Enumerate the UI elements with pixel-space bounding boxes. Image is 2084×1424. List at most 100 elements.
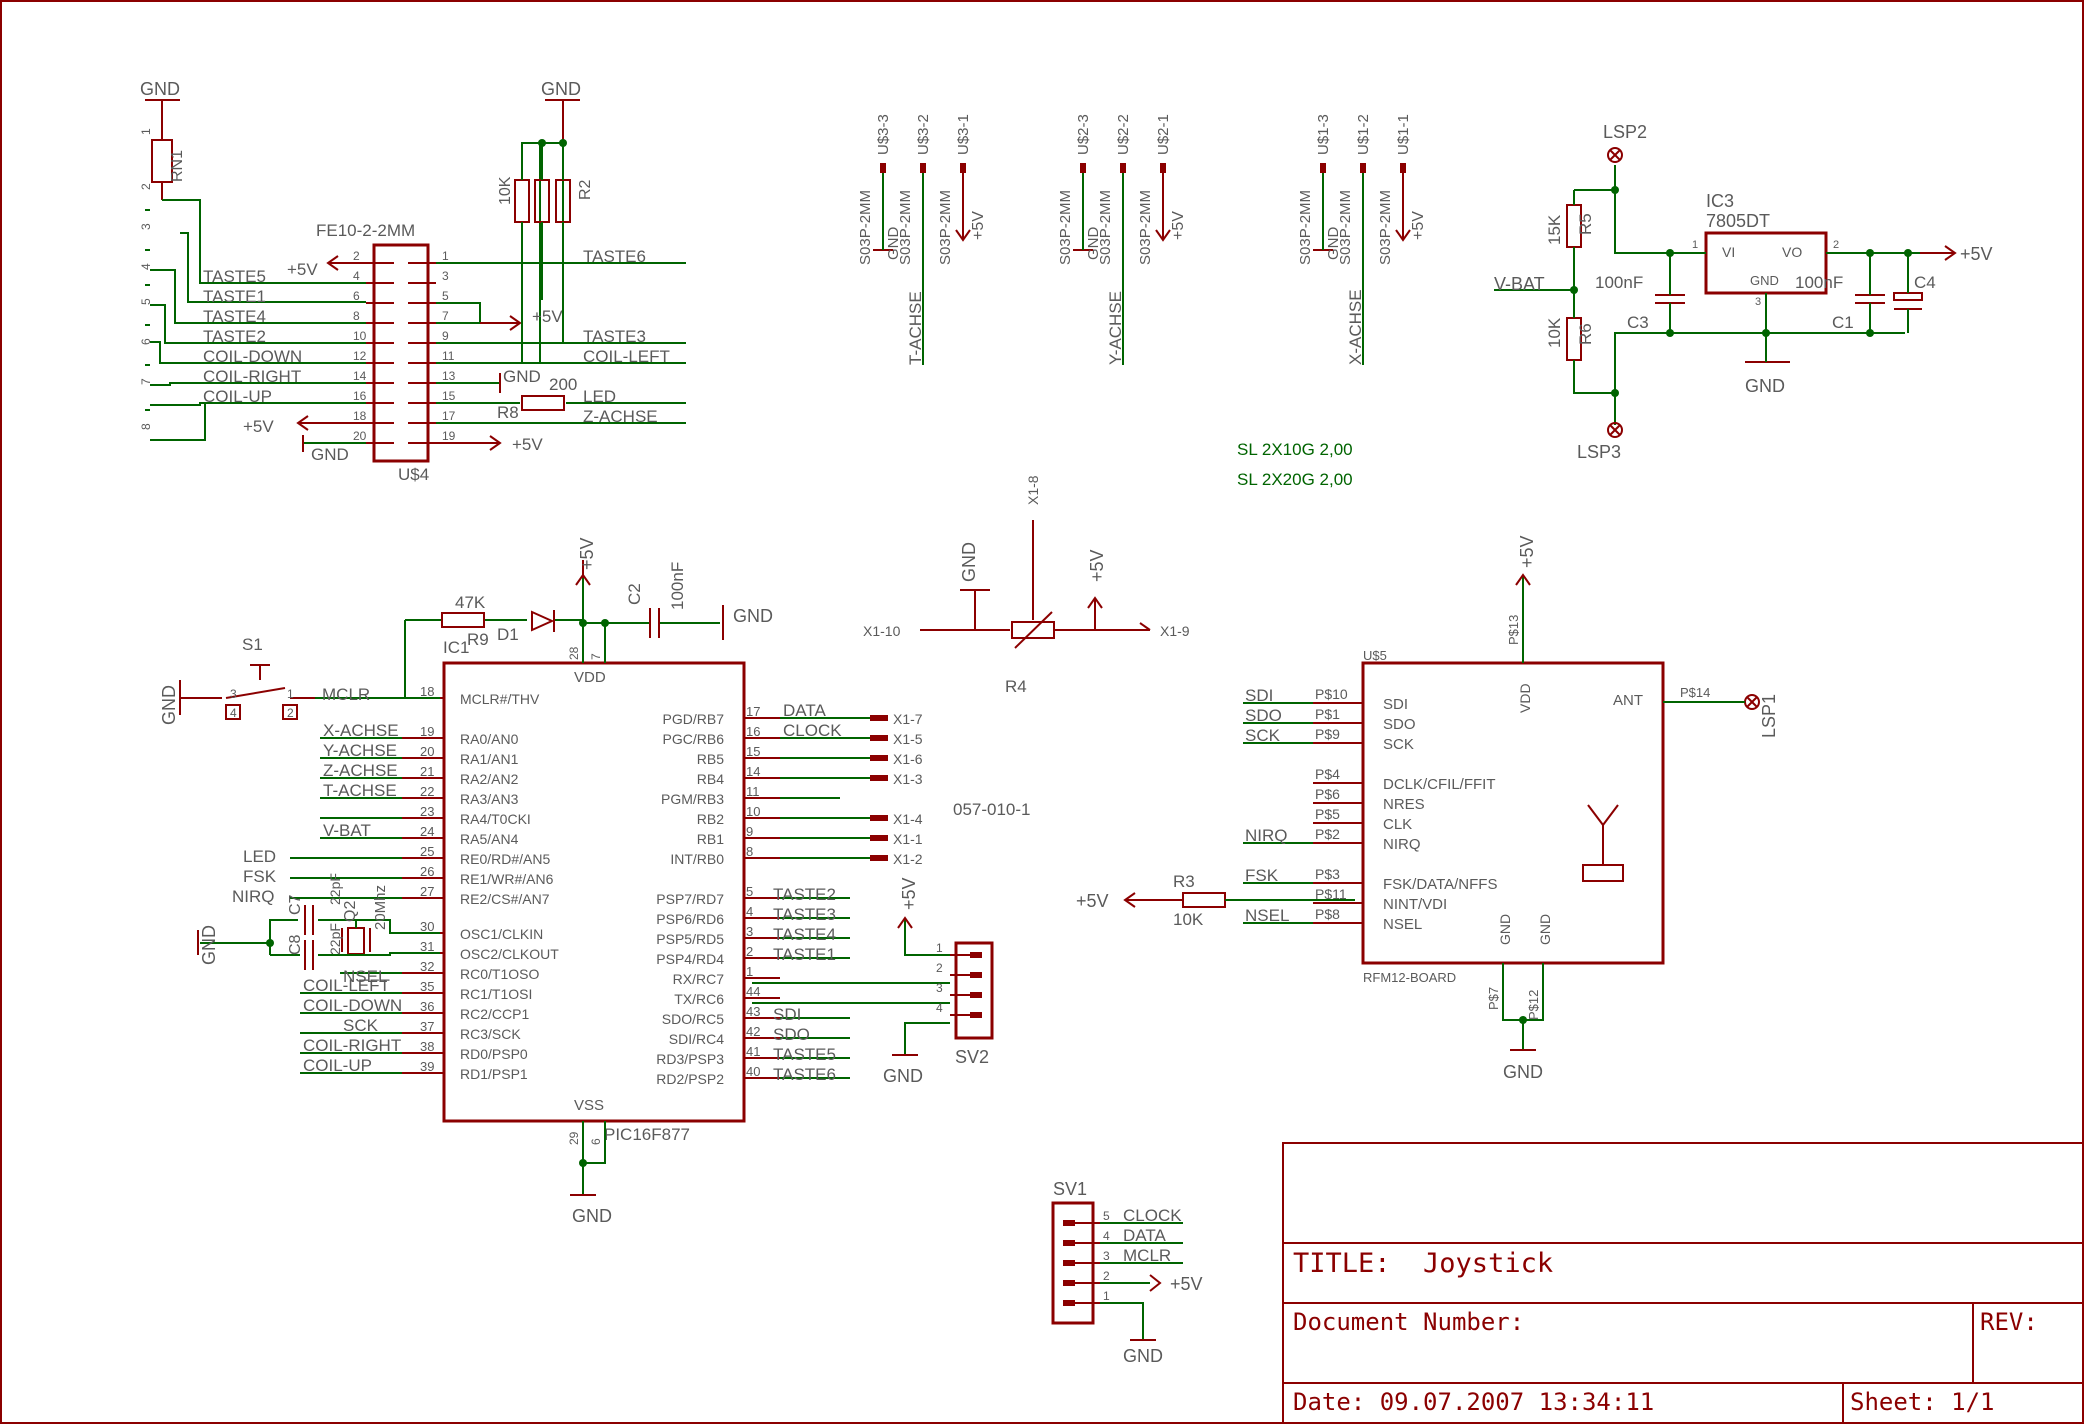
- s03p-part: S03P-2MM: [937, 190, 954, 265]
- x110-label: X1-10: [863, 623, 901, 639]
- net-nsel-pic: NSEL: [343, 967, 387, 986]
- pic-lower-net: COIL-RIGHT: [303, 1036, 401, 1055]
- rfm-pin-name: CLK: [1383, 816, 1412, 833]
- pullup-resistors: [514, 99, 580, 223]
- rfm-pins: P$10SDISDIP$1SDOSDOP$9SCKSCKP$4DCLK/CFIL…: [1243, 686, 1497, 933]
- x1-label: X1-7: [893, 711, 923, 727]
- pad-p14: P$14: [1680, 685, 1710, 700]
- pic-pin-name: PGM/RB3: [661, 791, 724, 807]
- pic-pin-name: RA4/T0CKI: [460, 811, 531, 827]
- lsp3-label: LSP3: [1577, 442, 1621, 462]
- s03p-part: S03P-2MM: [1377, 190, 1394, 265]
- sv1-ref: SV1: [1053, 1179, 1087, 1199]
- rfm-pin-name: NSEL: [1383, 916, 1422, 933]
- pic-pin-name: RX/RC7: [673, 971, 725, 987]
- s03p-pin-ref: U$2-1: [1155, 114, 1172, 155]
- rfm-net: FSK: [1245, 866, 1279, 885]
- sv1-net: DATA: [1123, 1226, 1166, 1245]
- sv1-net: CLOCK: [1123, 1206, 1182, 1225]
- s03p-pin-ref: U$2-2: [1115, 114, 1132, 155]
- net-led: LED: [583, 387, 616, 406]
- pic-pin-number: 24: [420, 824, 434, 839]
- vbat-label: V-BAT: [1494, 274, 1545, 294]
- s03p-pin-pad: [1080, 163, 1086, 173]
- pic-pin-number: 30: [420, 919, 434, 934]
- rfm-pin-name: SDI: [1383, 696, 1408, 713]
- pic-pin-name: OSC1/CLKIN: [460, 926, 543, 942]
- fe10-pin-number: 13: [442, 369, 456, 383]
- rn1-pin-number: 3: [139, 223, 153, 230]
- pic-pin-name: PSP6/RD6: [656, 911, 724, 927]
- pic-pin-number: 27: [420, 884, 434, 899]
- pic-right-lower-nets: TASTE2 TASTE3 TASTE4 TASTE1 SDI SDO TAST…: [773, 885, 836, 1084]
- sv2-ref: SV2: [955, 1047, 989, 1067]
- pad-p13: P$13: [1506, 615, 1521, 645]
- rfm-p5v: +5V: [1517, 535, 1537, 568]
- sv2-p5v: +5V: [899, 877, 919, 910]
- s03p-part: S03P-2MM: [857, 190, 874, 265]
- net-taste2: TASTE2: [203, 327, 266, 346]
- date-text: Date: 09.07.2007 13:34:11: [1293, 1388, 1654, 1416]
- s1-pin1: 1: [287, 687, 294, 701]
- pad-p7: P$7: [1486, 987, 1501, 1010]
- fe-gnd-b: GND: [311, 445, 349, 464]
- r5-value: 15K: [1545, 214, 1564, 245]
- junction: [1519, 1016, 1527, 1024]
- rfm-net: NSEL: [1245, 906, 1289, 925]
- sv2-body: [954, 941, 994, 1040]
- rn1-pin-number: 6: [139, 338, 153, 345]
- s03p-vcc-arrow: [1155, 229, 1171, 242]
- net-taste6-pic: TASTE6: [773, 1065, 836, 1084]
- pic-left-net: Y-ACHSE: [323, 741, 397, 760]
- reg-gnd: GND: [1745, 376, 1785, 396]
- pic-pin-name: SDO/RC5: [662, 1011, 724, 1027]
- title-block: [1282, 1142, 2084, 1424]
- net-taste5-pic: TASTE5: [773, 1045, 836, 1064]
- r9-ref: R9: [467, 630, 489, 649]
- pic-left-net: X-ACHSE: [323, 721, 399, 740]
- vss-gnd: GND: [572, 1206, 612, 1226]
- r4-ref: R4: [1005, 677, 1027, 696]
- pullup-wires: [521, 142, 564, 363]
- pic-pin-name: RE1/WR#/AN6: [460, 871, 554, 887]
- r3-p5v: +5V: [1076, 891, 1109, 911]
- c3-value: 100nF: [1595, 273, 1643, 292]
- sv1-symbols: [1130, 1274, 1162, 1341]
- osc-gnd: GND: [199, 925, 219, 965]
- r3-ref: R3: [1173, 872, 1195, 891]
- fe10-pin-number: 2: [353, 249, 360, 263]
- fe10-connector-body: [372, 243, 430, 463]
- switch-s1: [179, 664, 315, 720]
- pic-pin-number: 19: [420, 724, 434, 739]
- rfm-name: RFM12-BOARD: [1363, 970, 1456, 985]
- pic-right-net: CLOCK: [783, 721, 842, 740]
- pic-pin-name: PSP5/RD5: [656, 931, 724, 947]
- s03p-axis-net: T-ACHSE: [906, 291, 925, 365]
- fe-p5v-d: +5V: [243, 417, 274, 436]
- fe-p5v-c: +5V: [512, 435, 543, 454]
- x1-label: X1-1: [893, 831, 923, 847]
- fe-p5v-a: +5V: [287, 260, 318, 279]
- rfm-net: NIRQ: [1245, 826, 1288, 845]
- pic-ic1: IC1: [443, 638, 469, 657]
- fe10-pin-number: 3: [442, 269, 449, 283]
- sv2-gnd: GND: [883, 1066, 923, 1086]
- sv1-pin-number: 5: [1103, 1209, 1110, 1223]
- pic-pin-name: OSC2/CLKOUT: [460, 946, 559, 962]
- pic-pin-number: 11: [746, 784, 760, 799]
- pic-pin-number: 21: [420, 764, 434, 779]
- s03p-pin-ref: U$1-3: [1315, 114, 1332, 155]
- s03p-pin-ref: U$2-3: [1075, 114, 1092, 155]
- fe10-pin-number: 6: [353, 289, 360, 303]
- s1-pin4: 4: [230, 706, 237, 720]
- x18-label: X1-8: [1025, 475, 1041, 505]
- pic-pin-name: INT/RB0: [670, 851, 724, 867]
- r8-value: 200: [549, 375, 577, 394]
- ic3-pin2: 2: [1833, 239, 1839, 251]
- x1-pad: [870, 715, 888, 721]
- pic-pin-name: RB4: [697, 771, 724, 787]
- net-taste5: TASTE5: [203, 267, 266, 286]
